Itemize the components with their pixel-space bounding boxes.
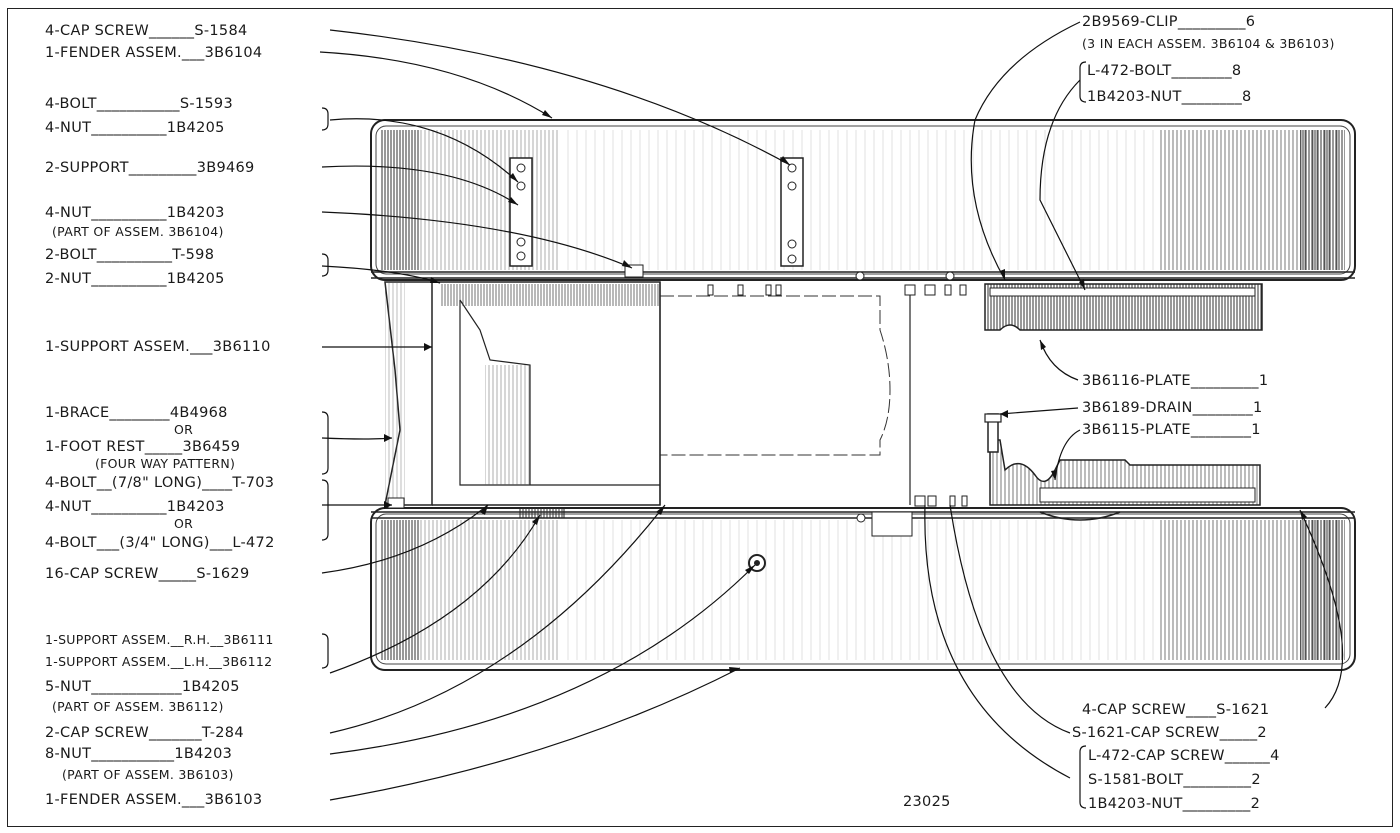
label-nut-1b4203-a: 4-NUT__________1B4203 [45, 205, 225, 221]
plate-3b6116 [984, 283, 1263, 331]
support-3b9469-right [780, 157, 804, 267]
label-plate-3b6115: 3B6115-PLATE________1 [1082, 422, 1261, 438]
label-support-3b9469: 2-SUPPORT_________3B9469 [45, 160, 255, 176]
label-nut-8-1b4203: 8-NUT___________1B4203 [45, 746, 233, 762]
rail-hardware [387, 264, 968, 537]
label-bolt-t703: 4-BOLT__(7/8" LONG)____T-703 [45, 475, 275, 491]
label-support-assem-3b6110: 1-SUPPORT ASSEM.___3B6110 [45, 339, 271, 355]
label-part-of-3b6112: (PART OF ASSEM. 3B6112) [52, 699, 224, 714]
label-drain-3b6189: 3B6189-DRAIN________1 [1082, 400, 1263, 416]
label-nut-5-1b4205: 5-NUT____________1B4205 [45, 679, 240, 695]
label-s1581-bolt: S-1581-BOLT_________2 [1088, 772, 1261, 788]
leader-lines [319, 21, 1344, 801]
label-nut-1b4205-b: 2-NUT__________1B4205 [45, 271, 225, 287]
label-nut-1b4203-bottom: 1B4203-NUT_________2 [1088, 796, 1261, 812]
label-or-1: OR [174, 422, 194, 437]
label-nut-1b4203-b: 4-NUT__________1B4203 [45, 499, 225, 515]
label-clip-note: (3 IN EACH ASSEM. 3B6104 & 3B6103) [1082, 36, 1335, 51]
label-clip-2b9569: 2B9569-CLIP_________6 [1082, 14, 1256, 30]
label-brace-4b4968: 1-BRACE________4B4968 [45, 405, 228, 421]
leader-arrowheads [384, 110, 1307, 673]
label-s1621-cap-screw: S-1621-CAP SCREW_____2 [1072, 725, 1267, 741]
label-part-of-3b6104: (PART OF ASSEM. 3B6104) [52, 224, 224, 239]
support-3b9469-left [509, 157, 533, 267]
top-fender [370, 119, 1356, 281]
label-bolt-l472-right: L-472-BOLT________8 [1087, 63, 1242, 79]
label-cap-screw-s1629: 16-CAP SCREW_____S-1629 [45, 566, 250, 582]
bottom-fender [370, 507, 1356, 671]
label-nut-1b4203-top: 1B4203-NUT________8 [1087, 89, 1252, 105]
label-support-lh-3b6112: 1-SUPPORT ASSEM.__L.H.__3B6112 [45, 654, 273, 669]
label-fender-3b6104: 1-FENDER ASSEM.___3B6104 [45, 45, 263, 61]
figure-number: 23025 [903, 794, 951, 810]
label-bolt-l472: 4-BOLT___(3/4" LONG)___L-472 [45, 535, 275, 551]
plate-3b6115 [989, 439, 1261, 506]
support-assembly-3b6110 [384, 281, 911, 506]
callout-brackets [321, 61, 1087, 809]
label-l472-cap-screw: L-472-CAP SCREW______4 [1088, 748, 1280, 764]
label-or-2: OR [174, 516, 194, 531]
drawing-border [7, 8, 1393, 827]
label-part-of-3b6103: (PART OF ASSEM. 3B6103) [62, 767, 234, 782]
label-cap-screw-t284: 2-CAP SCREW_______T-284 [45, 725, 244, 741]
label-support-rh-3b6111: 1-SUPPORT ASSEM.__R.H.__3B6111 [45, 632, 274, 647]
label-nut-1b4205-a: 4-NUT__________1B4205 [45, 120, 225, 136]
label-cap-screw-s1584: 4-CAP SCREW______S-1584 [45, 23, 248, 39]
drain-3b6189 [984, 413, 1002, 453]
label-bolt-s1593: 4-BOLT___________S-1593 [45, 96, 233, 112]
label-four-way-pattern: (FOUR WAY PATTERN) [95, 456, 236, 471]
label-bolt-t598: 2-BOLT__________T-598 [45, 247, 215, 263]
label-plate-3b6116: 3B6116-PLATE_________1 [1082, 373, 1269, 389]
label-fender-3b6103: 1-FENDER ASSEM.___3B6103 [45, 792, 263, 808]
label-cap-screw-s1621: 4-CAP SCREW____S-1621 [1082, 702, 1270, 718]
label-foot-rest-3b6459: 1-FOOT REST_____3B6459 [45, 439, 241, 455]
